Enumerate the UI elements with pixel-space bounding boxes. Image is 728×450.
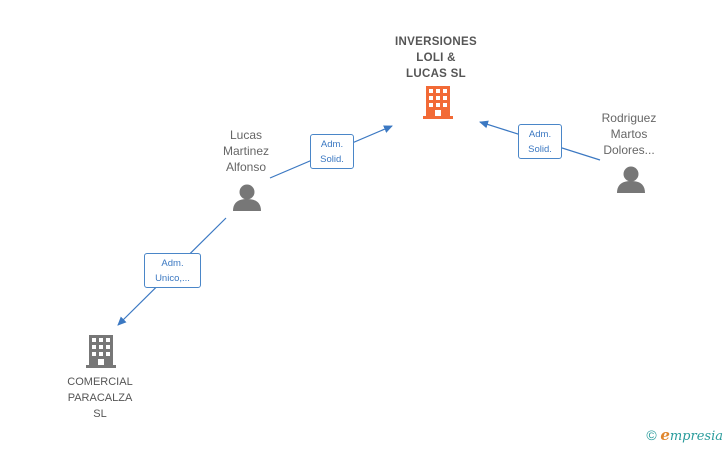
building-icon[interactable] bbox=[423, 86, 453, 119]
building-icon[interactable] bbox=[86, 335, 116, 368]
person-icon[interactable] bbox=[617, 166, 645, 194]
comercial-company-name[interactable]: COMERCIAL PARACALZA SL bbox=[67, 376, 133, 420]
empresia-logo-letter: e bbox=[660, 426, 670, 444]
edge-label-lucas-to-comercial[interactable]: Adm. Unico,... bbox=[144, 253, 201, 288]
main-company-name[interactable]: INVERSIONES LOLI & LUCAS SL bbox=[395, 36, 477, 80]
empresia-logo-text: mpresia bbox=[669, 429, 723, 444]
person-icon[interactable] bbox=[233, 184, 261, 212]
edge-label-lucas-to-main[interactable]: Adm. Solid. bbox=[310, 134, 354, 169]
brand-watermark: © empresia bbox=[646, 426, 723, 444]
edge-label-rodriguez-to-main[interactable]: Adm. Solid. bbox=[518, 124, 562, 159]
person-rodriguez-name[interactable]: Rodriguez Martos Dolores... bbox=[601, 111, 657, 157]
copyright-symbol: © bbox=[646, 427, 657, 443]
person-lucas-name[interactable]: Lucas Martinez Alfonso bbox=[222, 128, 269, 174]
